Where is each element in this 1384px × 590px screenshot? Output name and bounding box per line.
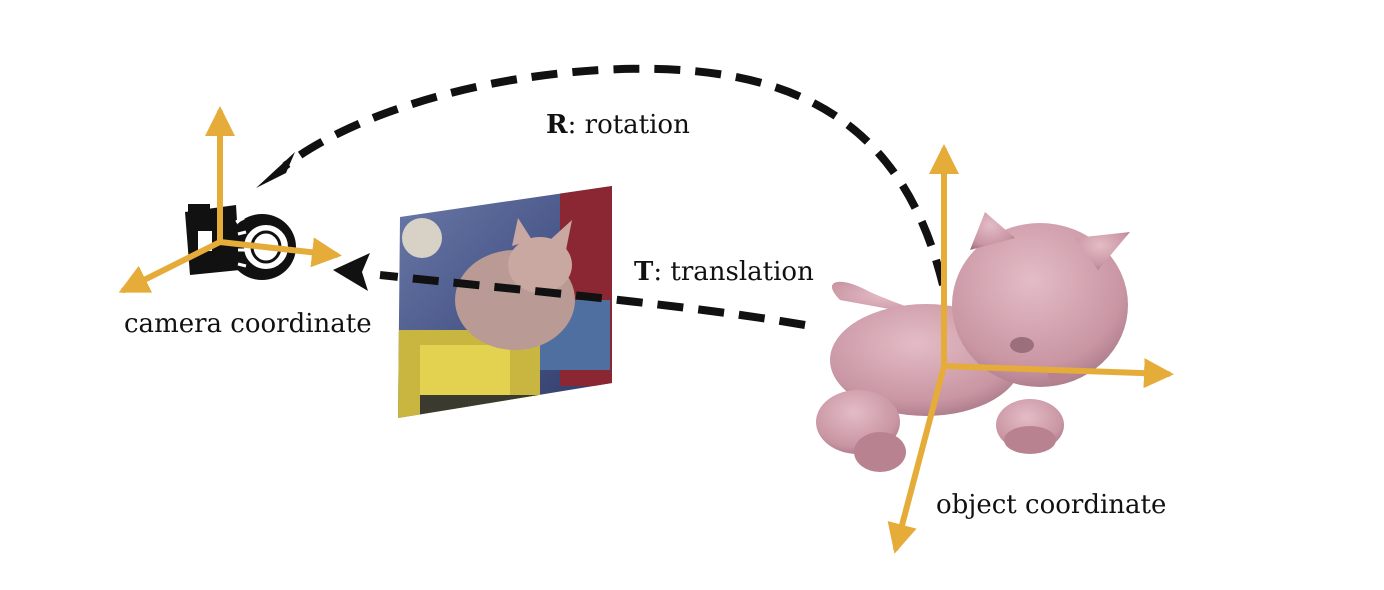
cat-figure (816, 212, 1130, 472)
rotation-symbol: R (546, 110, 568, 140)
object-axes (887, 144, 1174, 554)
translation-line (379, 271, 806, 329)
translation-label: T: translation (634, 259, 814, 285)
rotation-arc (282, 64, 947, 286)
input-image (398, 186, 612, 418)
translation-text: : translation (653, 257, 814, 287)
rotation-arrowhead (256, 152, 295, 188)
translation-symbol: T (634, 257, 654, 287)
object-coordinate-label: object coordinate (936, 490, 1167, 520)
object-axis-right (941, 358, 1174, 389)
camera-axis-right (217, 237, 342, 268)
camera-axis-left (118, 239, 223, 293)
camera-coordinate-label: camera coordinate (124, 309, 372, 339)
object-axis-down (887, 363, 947, 554)
translation-arrowhead (333, 253, 370, 291)
camera-axes (118, 106, 342, 293)
rotation-label: R: rotation (546, 112, 690, 138)
rotation-text: : rotation (567, 110, 690, 140)
